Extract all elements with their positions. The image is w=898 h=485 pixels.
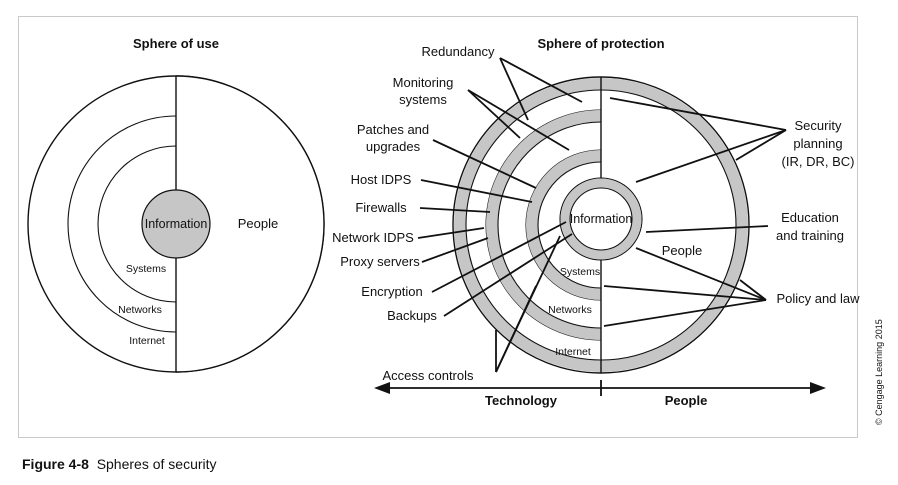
proxy-servers-line [421, 237, 489, 263]
systems-label: Systems [560, 266, 600, 278]
education-label-line2: and training [776, 228, 844, 243]
figure-number: Figure 4-8 [22, 456, 89, 472]
sphere-of-use-title: Sphere of use [133, 36, 219, 51]
monitoring-line-b [467, 89, 521, 139]
networks-label: Networks [548, 304, 592, 316]
security-planning-line2: planning [793, 136, 842, 151]
networks-protection-band [486, 110, 602, 340]
figure-caption-text: Spheres of security [96, 456, 217, 472]
security-planning-line1: Security [795, 118, 842, 133]
systems-protection-band [526, 150, 602, 300]
people-label: People [238, 216, 278, 231]
technology-people-axis: Technology People [374, 380, 826, 408]
patches-label-line1: Patches and [357, 122, 429, 137]
sphere-of-protection-title: Sphere of protection [537, 36, 664, 51]
networks-label: Networks [118, 304, 162, 316]
people-label: People [662, 243, 702, 258]
patches-label-line2: upgrades [366, 139, 421, 154]
information-core [141, 189, 211, 259]
information-protection-band [560, 178, 642, 260]
axis-left-arrowhead [374, 382, 390, 394]
sphere-of-use: Sphere of use Information People Systems… [27, 36, 325, 373]
systems-band-inner [537, 161, 602, 289]
axis-right-arrowhead [810, 382, 826, 394]
network-idps-label: Network IDPS [332, 230, 414, 245]
security-planning-line-a [609, 97, 787, 131]
redundancy-label: Redundancy [422, 44, 495, 59]
people-half [176, 76, 324, 372]
axis-technology-label: Technology [485, 393, 558, 408]
encryption-label: Encryption [361, 284, 422, 299]
policy-law-line-a [635, 247, 767, 301]
information-label: Information [145, 217, 208, 231]
network-idps-line [417, 227, 485, 239]
security-planning-line3: (IR, DR, BC) [782, 154, 855, 169]
host-idps-line [420, 179, 533, 203]
backups-label: Backups [387, 308, 437, 323]
policy-law-line-d [739, 279, 767, 301]
redundancy-line-b [499, 57, 529, 121]
host-idps-label: Host IDPS [351, 172, 412, 187]
monitoring-line-a [467, 89, 570, 151]
policy-law-line-c [603, 299, 767, 327]
backups-line [443, 233, 573, 317]
systems-label: Systems [126, 263, 166, 275]
information-label: Information [570, 212, 633, 226]
sphere-of-protection: Sphere of protection Information People … [332, 36, 860, 408]
access-controls-line-b [495, 285, 537, 373]
internet-label: Internet [129, 335, 165, 347]
policy-law-label: Policy and law [776, 291, 860, 306]
education-line [645, 225, 769, 233]
security-planning-line-c [735, 129, 787, 161]
networks-band-inner [497, 121, 602, 329]
monitoring-label-line2: systems [399, 92, 447, 107]
people-half-outline [175, 75, 325, 373]
encryption-line [431, 221, 567, 293]
firewalls-label: Firewalls [355, 200, 407, 215]
policy-law-line-b [603, 285, 767, 301]
access-controls-label: Access controls [382, 368, 474, 383]
patches-line [432, 139, 537, 189]
figure-caption: Figure 4-8 Spheres of security [22, 456, 217, 472]
axis-people-label: People [665, 393, 708, 408]
callout-lines [417, 57, 787, 373]
education-label-line1: Education [781, 210, 839, 225]
copyright-text: © Cengage Learning 2015 [874, 319, 884, 425]
information-core [569, 187, 633, 251]
security-planning-line-b [635, 129, 787, 183]
monitoring-label-line1: Monitoring [393, 75, 454, 90]
firewalls-line [419, 207, 491, 213]
redundancy-line-a [499, 57, 583, 103]
internet-label: Internet [555, 346, 591, 358]
proxy-servers-label: Proxy servers [340, 254, 420, 269]
